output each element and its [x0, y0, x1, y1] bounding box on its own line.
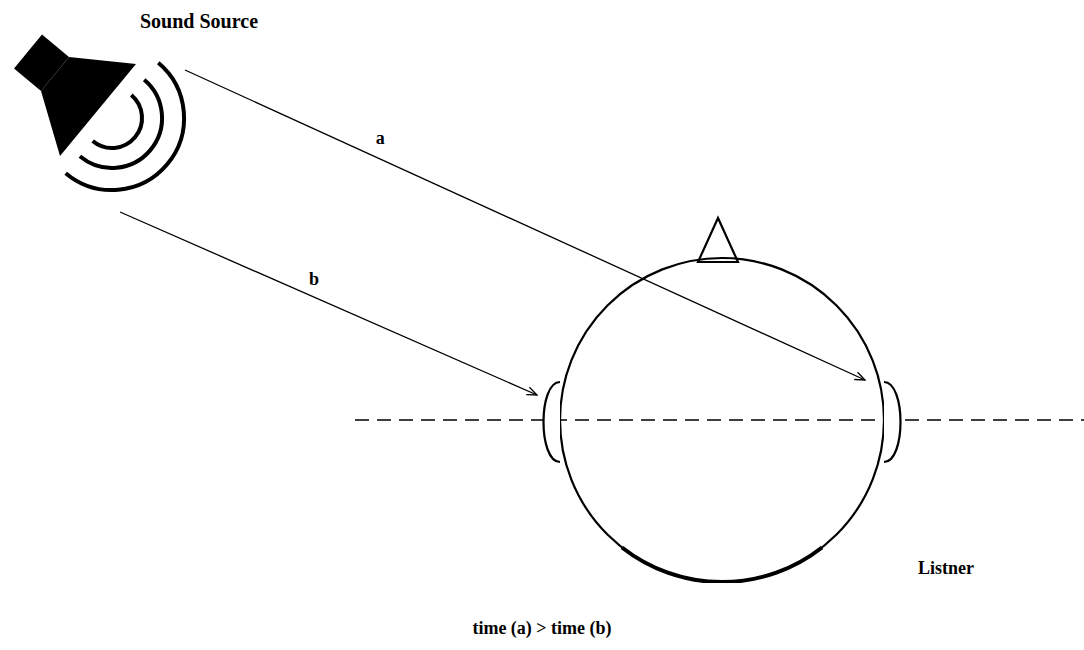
head-chin — [622, 548, 822, 583]
nose-triangle — [698, 218, 738, 262]
node-label: Listner — [918, 558, 974, 579]
head-circle — [560, 258, 884, 582]
sound-path-arrow — [185, 70, 865, 380]
path-label: b — [307, 270, 321, 290]
speaker-cone — [41, 57, 136, 156]
sound-wave — [80, 80, 162, 168]
sound-path-arrow — [120, 212, 537, 395]
caption: time (a) > time (b) — [0, 618, 1084, 639]
path-label: a — [374, 129, 387, 149]
sound-wave — [93, 95, 142, 148]
axis-dashed-line — [355, 419, 1084, 420]
head-outline — [537, 215, 907, 583]
sound-wave — [66, 63, 184, 190]
listener-head: Listner — [537, 215, 907, 583]
right-ear — [884, 382, 901, 462]
sound-source: Sound Source — [8, 40, 188, 212]
node-label: Sound Source — [140, 10, 258, 33]
left-ear — [544, 382, 561, 462]
